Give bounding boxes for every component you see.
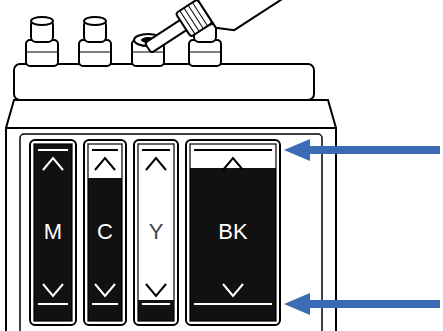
- ink-tank-window: [134, 140, 178, 325]
- ink-color-label: BK: [218, 221, 247, 243]
- ink-color-label: Y: [149, 221, 164, 243]
- ink-tank-window: [186, 140, 280, 325]
- ink-tank: BK: [190, 212, 276, 252]
- ink-tank: C: [88, 212, 122, 252]
- front-panel: [20, 134, 322, 331]
- level-pointer-arrow: [284, 293, 440, 315]
- housing-edge: [6, 127, 336, 129]
- ink-bottle: [131, 0, 384, 75]
- level-pointer-arrow: [284, 139, 440, 161]
- ink-tank-window: [84, 140, 126, 325]
- ink-tank: M: [34, 212, 72, 252]
- ink-tank-window: [30, 140, 76, 325]
- ink-tank: Y: [138, 212, 174, 252]
- ink-color-label: M: [44, 221, 62, 243]
- tank-cap: [26, 17, 58, 66]
- tank-top-shelf: [14, 64, 314, 100]
- tank-cap: [79, 17, 111, 66]
- ink-color-label: C: [97, 221, 113, 243]
